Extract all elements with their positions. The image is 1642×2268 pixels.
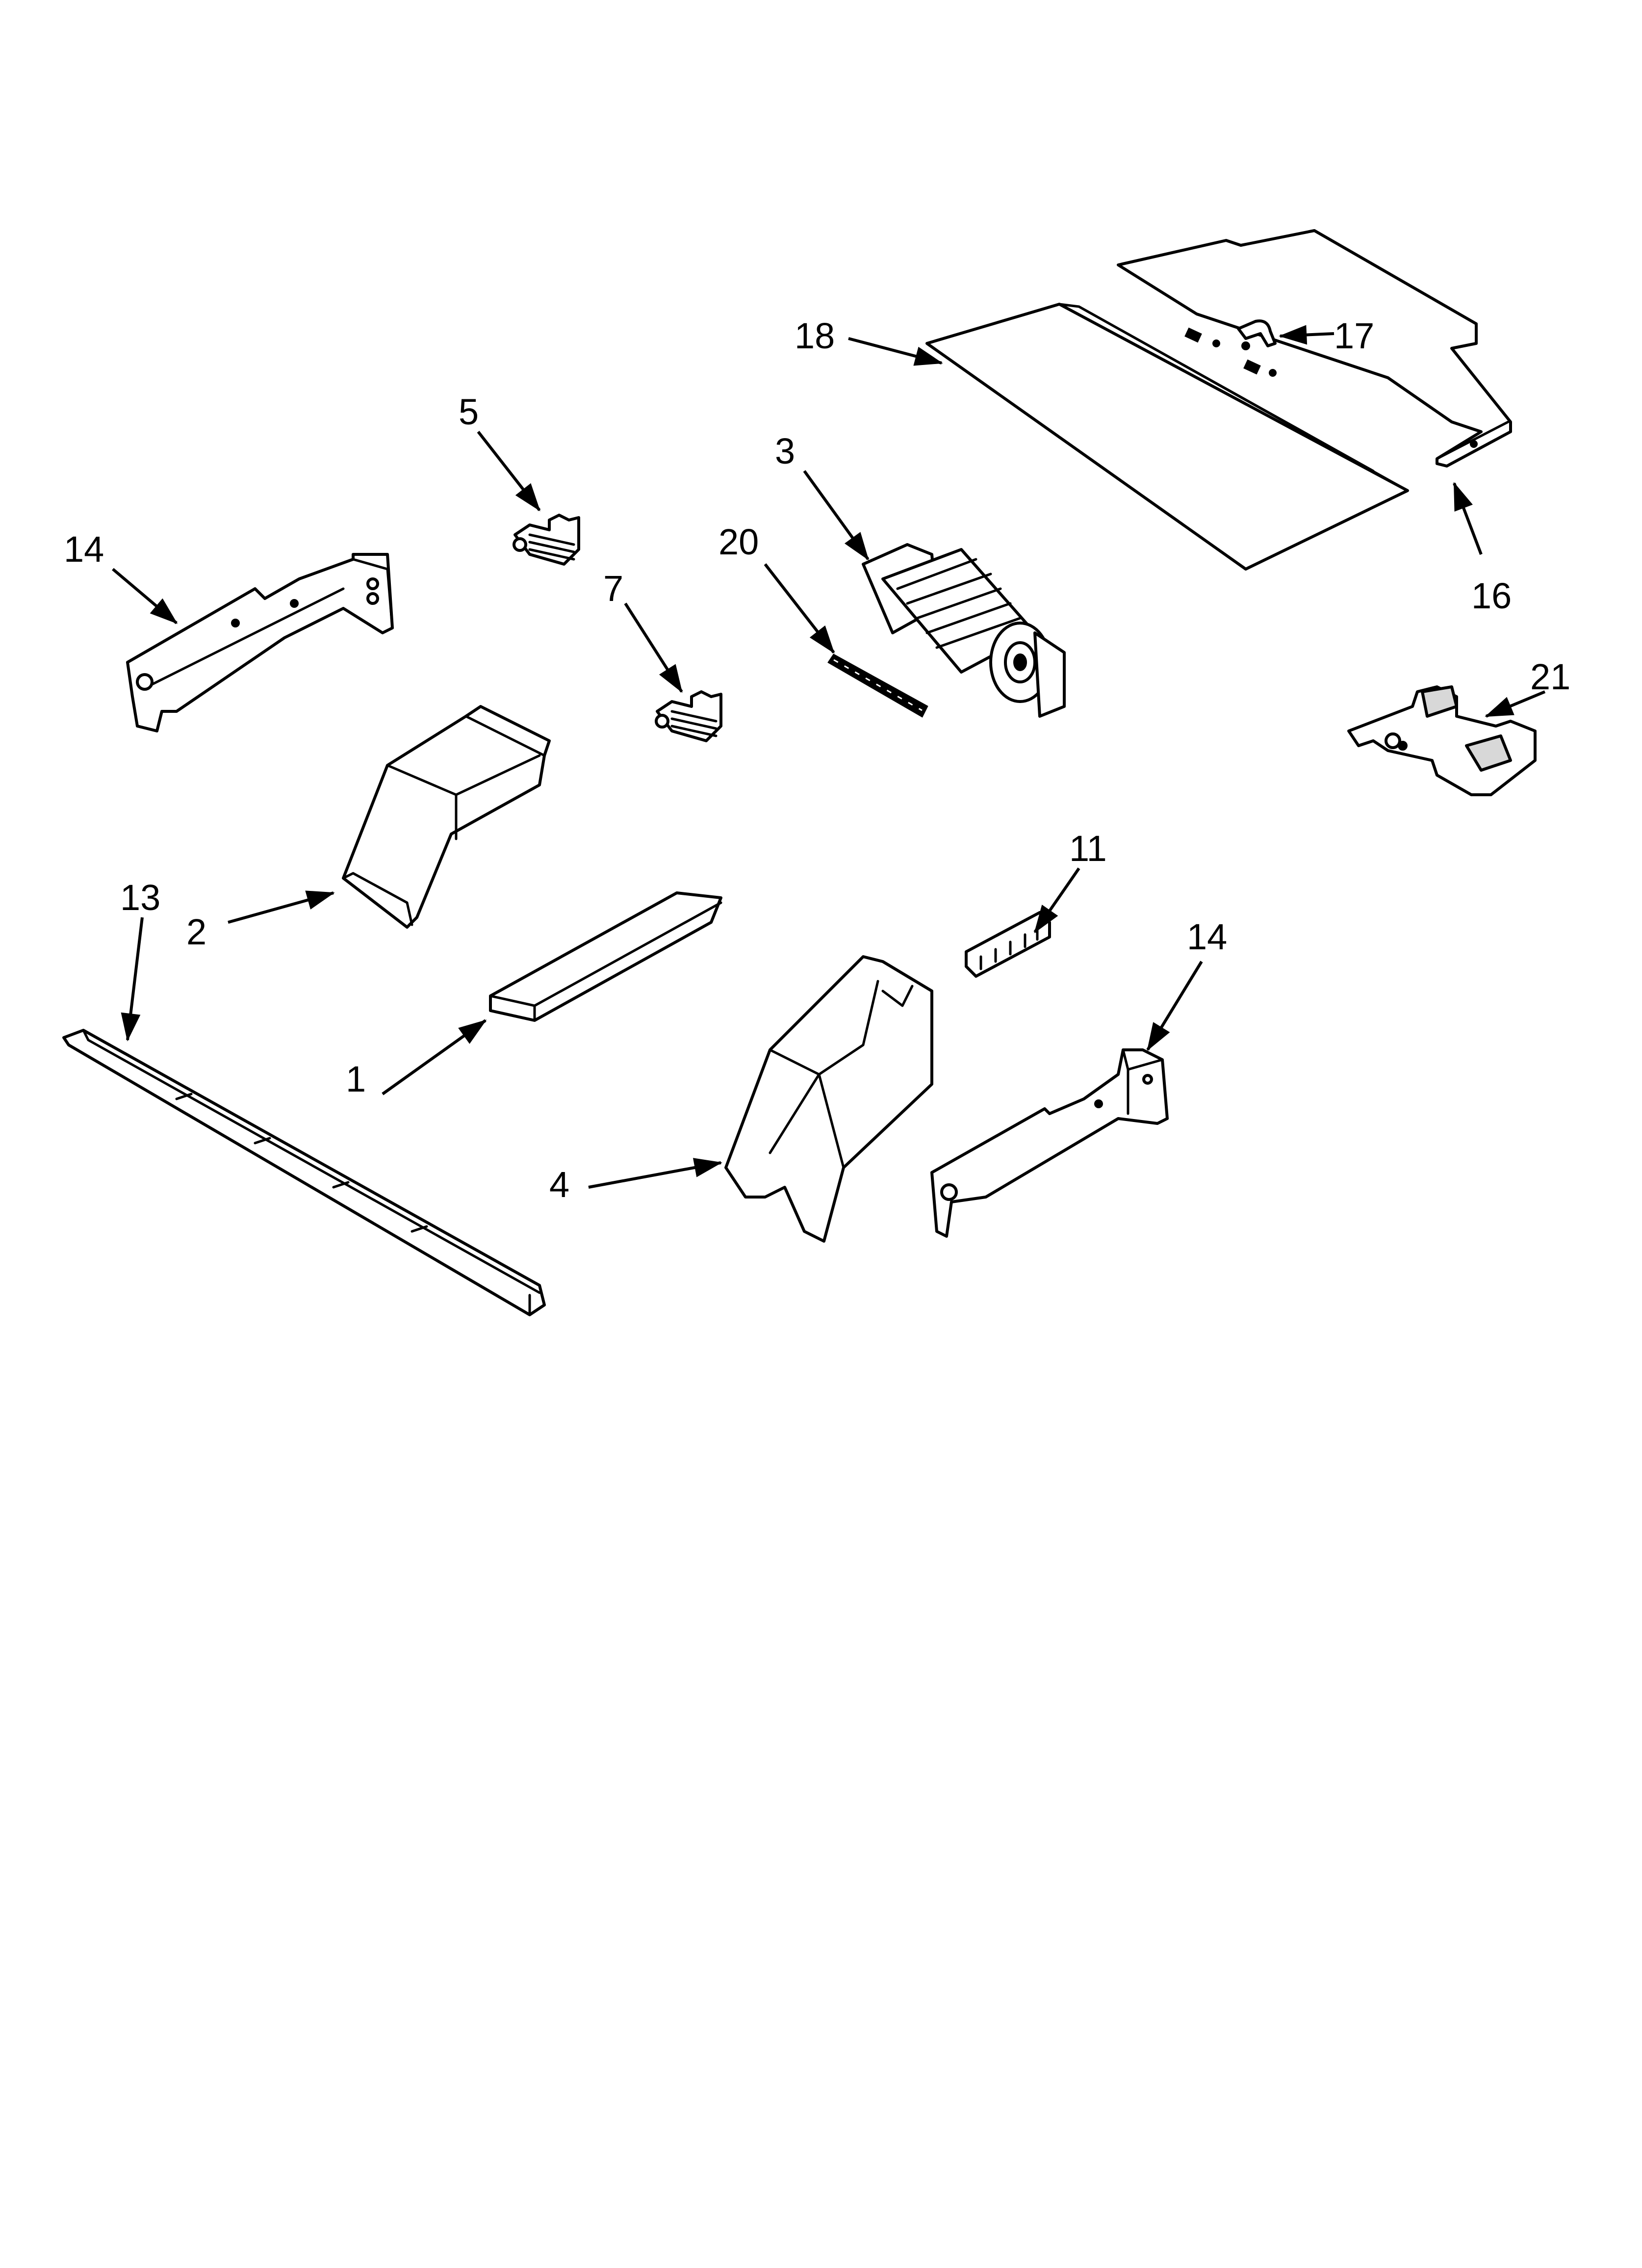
callout-labels: 1 2 3 4 5 7 11 13 14 14 16 17 18 20 21	[64, 315, 1570, 1205]
leader-14-left	[112, 568, 178, 625]
leader-18	[848, 337, 943, 366]
leader-2	[228, 890, 335, 924]
callout-11: 11	[1069, 828, 1107, 869]
leader-11	[1033, 867, 1080, 934]
part-14-left-bracket	[126, 553, 394, 732]
callout-7: 7	[603, 568, 623, 609]
callout-2: 2	[186, 912, 206, 952]
callout-3: 3	[775, 431, 795, 471]
part-7-terminal-block	[655, 690, 722, 742]
part-16-top-panel	[1117, 229, 1512, 468]
leader-5	[477, 431, 541, 512]
part-14-right-bracket	[930, 1048, 1169, 1238]
callout-18: 18	[795, 315, 835, 356]
leader-lines	[112, 325, 1546, 1189]
leader-3	[803, 470, 870, 561]
part-17-clip	[1237, 319, 1277, 350]
part-18-insulation-sheet	[925, 303, 1409, 571]
leader-13	[121, 917, 144, 1042]
callout-21: 21	[1530, 656, 1570, 697]
leader-4	[588, 1158, 722, 1189]
part-1-channel	[489, 891, 722, 1022]
leader-1	[382, 1019, 487, 1095]
callout-1: 1	[346, 1059, 366, 1099]
leader-20	[764, 563, 835, 654]
part-11-terminal-strip	[965, 911, 1051, 978]
leader-14-right	[1146, 961, 1203, 1051]
leader-17	[1279, 325, 1334, 345]
callout-16: 16	[1471, 575, 1512, 616]
part-3-blower-fan	[862, 543, 1066, 718]
part-20-gasket-strip	[827, 653, 928, 718]
part-4-air-duct	[724, 955, 933, 1243]
leader-16	[1453, 482, 1483, 555]
leader-7	[624, 602, 683, 693]
callout-14-left: 14	[64, 529, 104, 570]
callout-5: 5	[459, 391, 479, 432]
leader-21	[1485, 690, 1546, 718]
part-13-rail	[62, 1029, 546, 1316]
callout-14-right: 14	[1187, 916, 1227, 957]
part-2-duct	[342, 705, 551, 929]
callout-13: 13	[120, 877, 160, 918]
part-5-terminal-block	[513, 514, 580, 566]
callout-20: 20	[718, 521, 759, 562]
callout-4: 4	[549, 1164, 569, 1205]
callout-17: 17	[1334, 315, 1374, 356]
part-21-mount-bracket	[1347, 685, 1537, 796]
